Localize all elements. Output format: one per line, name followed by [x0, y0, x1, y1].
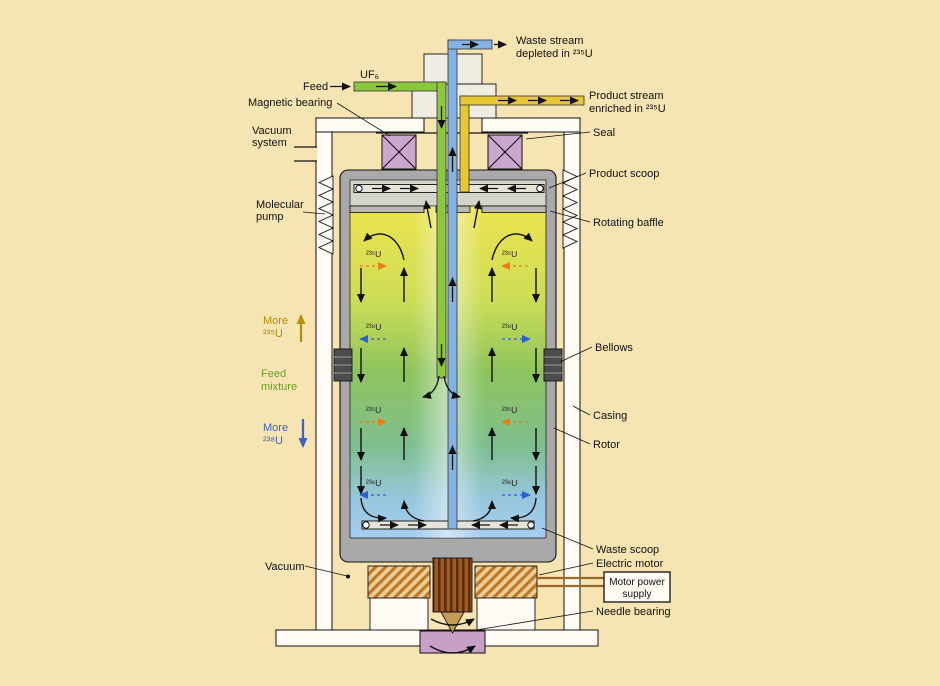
label-needle-bearing: Needle bearing	[596, 606, 671, 618]
label-waste-stream-line2: depleted in ²³⁵U	[516, 48, 593, 60]
motor-stator-right	[474, 565, 538, 599]
spindle-cone	[440, 611, 465, 634]
label-more-235-line2: ²³⁵U	[263, 328, 283, 340]
label-vacuum: Vacuum	[265, 561, 305, 573]
labels-left: Feed UF₆ Magnetic bearing Vacuum system …	[248, 69, 391, 579]
label-molecular-pump-line2: pump	[256, 211, 284, 223]
motor-armature	[432, 557, 473, 613]
needle-bearing-block	[419, 630, 486, 654]
product-scoop-inlet-left	[355, 184, 363, 193]
motor-support-right	[476, 597, 536, 631]
label-seal: Seal	[593, 127, 615, 139]
electric-motor	[367, 557, 538, 631]
motor-power-supply: Motor power supply	[537, 571, 671, 603]
label-feed-mixture-line2: mixture	[261, 381, 297, 393]
waste-scoop-inlet-left	[362, 521, 370, 529]
label-magnetic-bearing: Magnetic bearing	[248, 97, 332, 109]
label-rotating-baffle: Rotating baffle	[593, 217, 664, 229]
isotope-label-u235: ²³⁵U	[502, 405, 517, 415]
label-vacuum-system-line2: system	[252, 137, 287, 149]
product-scoop-inlet-right	[536, 184, 544, 193]
label-motor-power-supply-line2: supply	[623, 589, 652, 600]
label-waste-scoop: Waste scoop	[596, 544, 659, 556]
label-motor-power-supply-line1: Motor power	[609, 577, 665, 588]
product-pipe	[459, 95, 585, 193]
label-casing: Casing	[593, 410, 627, 422]
label-electric-motor: Electric motor	[596, 558, 664, 570]
label-molecular-pump-line1: Molecular	[256, 199, 304, 211]
pipe-flow-arrows	[330, 40, 579, 470]
isotope-label-u238: ²³⁸U	[366, 322, 381, 332]
isotope-label-u235: ²³⁵U	[502, 249, 517, 259]
isotope-label-u238: ²³⁸U	[502, 322, 517, 332]
label-bellows: Bellows	[595, 342, 633, 354]
label-more-238-line2: ²³⁸U	[263, 435, 283, 447]
molecular-pump-fins-left	[317, 175, 335, 255]
bellows	[333, 348, 563, 382]
casing	[294, 117, 581, 631]
label-feed-mixture-line1: Feed	[261, 368, 286, 380]
molecular-pump-fins-right	[561, 169, 579, 249]
isotope-label-u238: ²³⁸U	[366, 478, 381, 488]
label-product-stream-line1: Product stream	[589, 90, 664, 102]
vacuum-port	[294, 146, 317, 162]
label-feed: Feed	[303, 81, 328, 93]
isotope-annotations: ²³⁵U ²³⁵U ²³⁸U ²³⁸U ²³⁵U ²³⁵U ²³⁸U ²³⁸U	[359, 249, 531, 499]
motor-stator-left	[367, 565, 431, 599]
motor-support-left	[369, 597, 429, 631]
label-more-238-line1: More	[263, 422, 288, 434]
circulation-arrows	[357, 200, 540, 523]
isotope-label-u235: ²³⁵U	[366, 249, 381, 259]
labels-right: Waste stream depleted in ²³⁵U Product st…	[475, 35, 671, 631]
needle-bearing	[419, 611, 486, 654]
isotope-label-u238: ²³⁸U	[502, 478, 517, 488]
label-product-stream-line2: enriched in ²³⁵U	[589, 103, 666, 115]
label-more-235-line1: More	[263, 315, 288, 327]
label-vacuum-system-line1: Vacuum	[252, 125, 292, 137]
isotope-label-u235: ²³⁵U	[366, 405, 381, 415]
label-rotor: Rotor	[593, 439, 620, 451]
feed-pipe	[353, 81, 447, 379]
label-waste-stream-line1: Waste stream	[516, 35, 583, 47]
label-product-scoop: Product scoop	[589, 168, 659, 180]
motor-power-supply-box	[603, 571, 671, 603]
waste-scoop-inlet-right	[527, 521, 535, 529]
label-uf6: UF₆	[360, 69, 379, 81]
